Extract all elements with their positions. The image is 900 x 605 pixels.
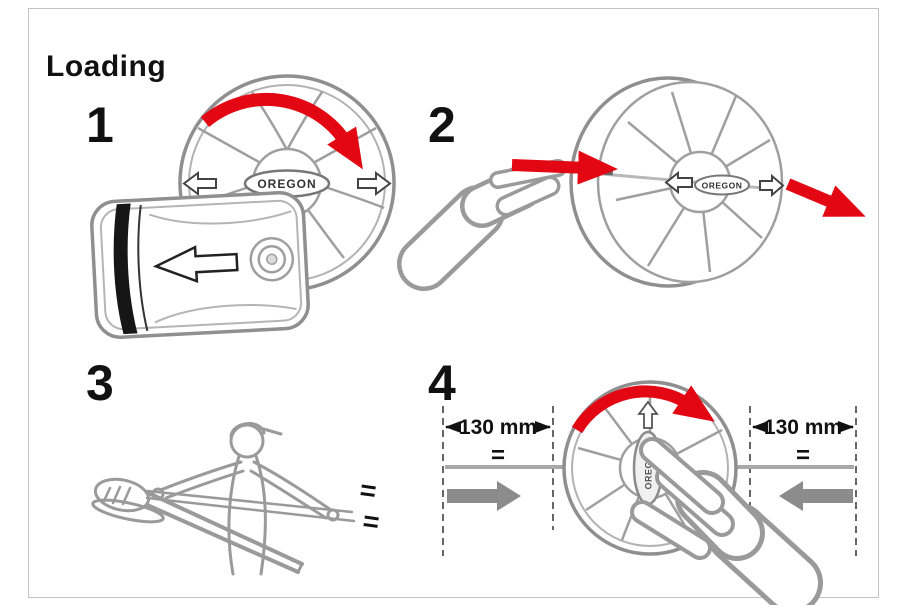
step3-pulled-line-bottom <box>145 496 356 523</box>
step1-oregon-text: OREGON <box>257 177 316 191</box>
step3-guard <box>91 498 165 524</box>
step2-hand <box>397 159 567 291</box>
step4-feed-arrow-right <box>779 481 853 511</box>
step2-oregon-text: OREGON <box>702 181 743 191</box>
step3-trimmer-head <box>93 477 151 513</box>
step3-right-arm <box>252 460 336 514</box>
step1-side-bump <box>249 236 295 282</box>
step1-illustration: OREGON <box>90 74 396 339</box>
step2-pullout-arrow <box>785 178 866 217</box>
step2-line-eyelet <box>603 166 614 176</box>
page-title: Loading <box>46 50 167 83</box>
step3-illustration: = = <box>91 422 382 576</box>
step3-equal-mark-bottom: = <box>361 505 382 538</box>
step4-illustration: 130 mm 130 mm = = <box>442 380 857 605</box>
step4-rotation-arrow <box>571 385 715 434</box>
step3-trimmer <box>91 477 304 574</box>
page-frame <box>28 8 879 598</box>
step4-number: 4 <box>428 355 456 411</box>
step3-person <box>151 422 340 576</box>
step1-rotation-arrow <box>200 92 363 170</box>
step4-oregon-text: OREGON <box>644 446 654 489</box>
step1-right-direction-arrow <box>357 171 392 196</box>
step4-feed-arrow-left <box>447 481 521 511</box>
step4-hand <box>630 437 823 605</box>
step2-illustration: OREGON <box>397 76 866 291</box>
step1-rubber-band <box>113 203 138 335</box>
step1-trimmer-head-side-view <box>90 191 310 339</box>
step3-left-arm <box>156 460 243 493</box>
step2-exit-direction-arrow <box>759 173 785 198</box>
step1-number: 1 <box>86 97 114 153</box>
step4-right-dimension-label: 130 mm <box>764 416 842 439</box>
step2-insert-arrow <box>511 150 618 185</box>
step1-oregon-logo: OREGON <box>243 169 331 198</box>
step4-left-equal-mark: = <box>491 442 505 469</box>
step4-right-equal-mark: = <box>796 442 810 469</box>
step3-equal-mark-top: = <box>358 474 379 507</box>
step3-pulled-line-top <box>145 489 354 514</box>
step3-number: 3 <box>86 355 114 411</box>
step2-oregon-logo: OREGON <box>694 174 750 196</box>
step2-number: 2 <box>428 97 456 153</box>
step4-left-dimension-label: 130 mm <box>459 416 537 439</box>
step1-left-direction-arrow <box>182 171 217 196</box>
step1-side-direction-arrow <box>152 245 239 284</box>
step4-up-direction-arrow <box>637 400 659 429</box>
step2-inner-direction-arrow <box>664 170 693 195</box>
